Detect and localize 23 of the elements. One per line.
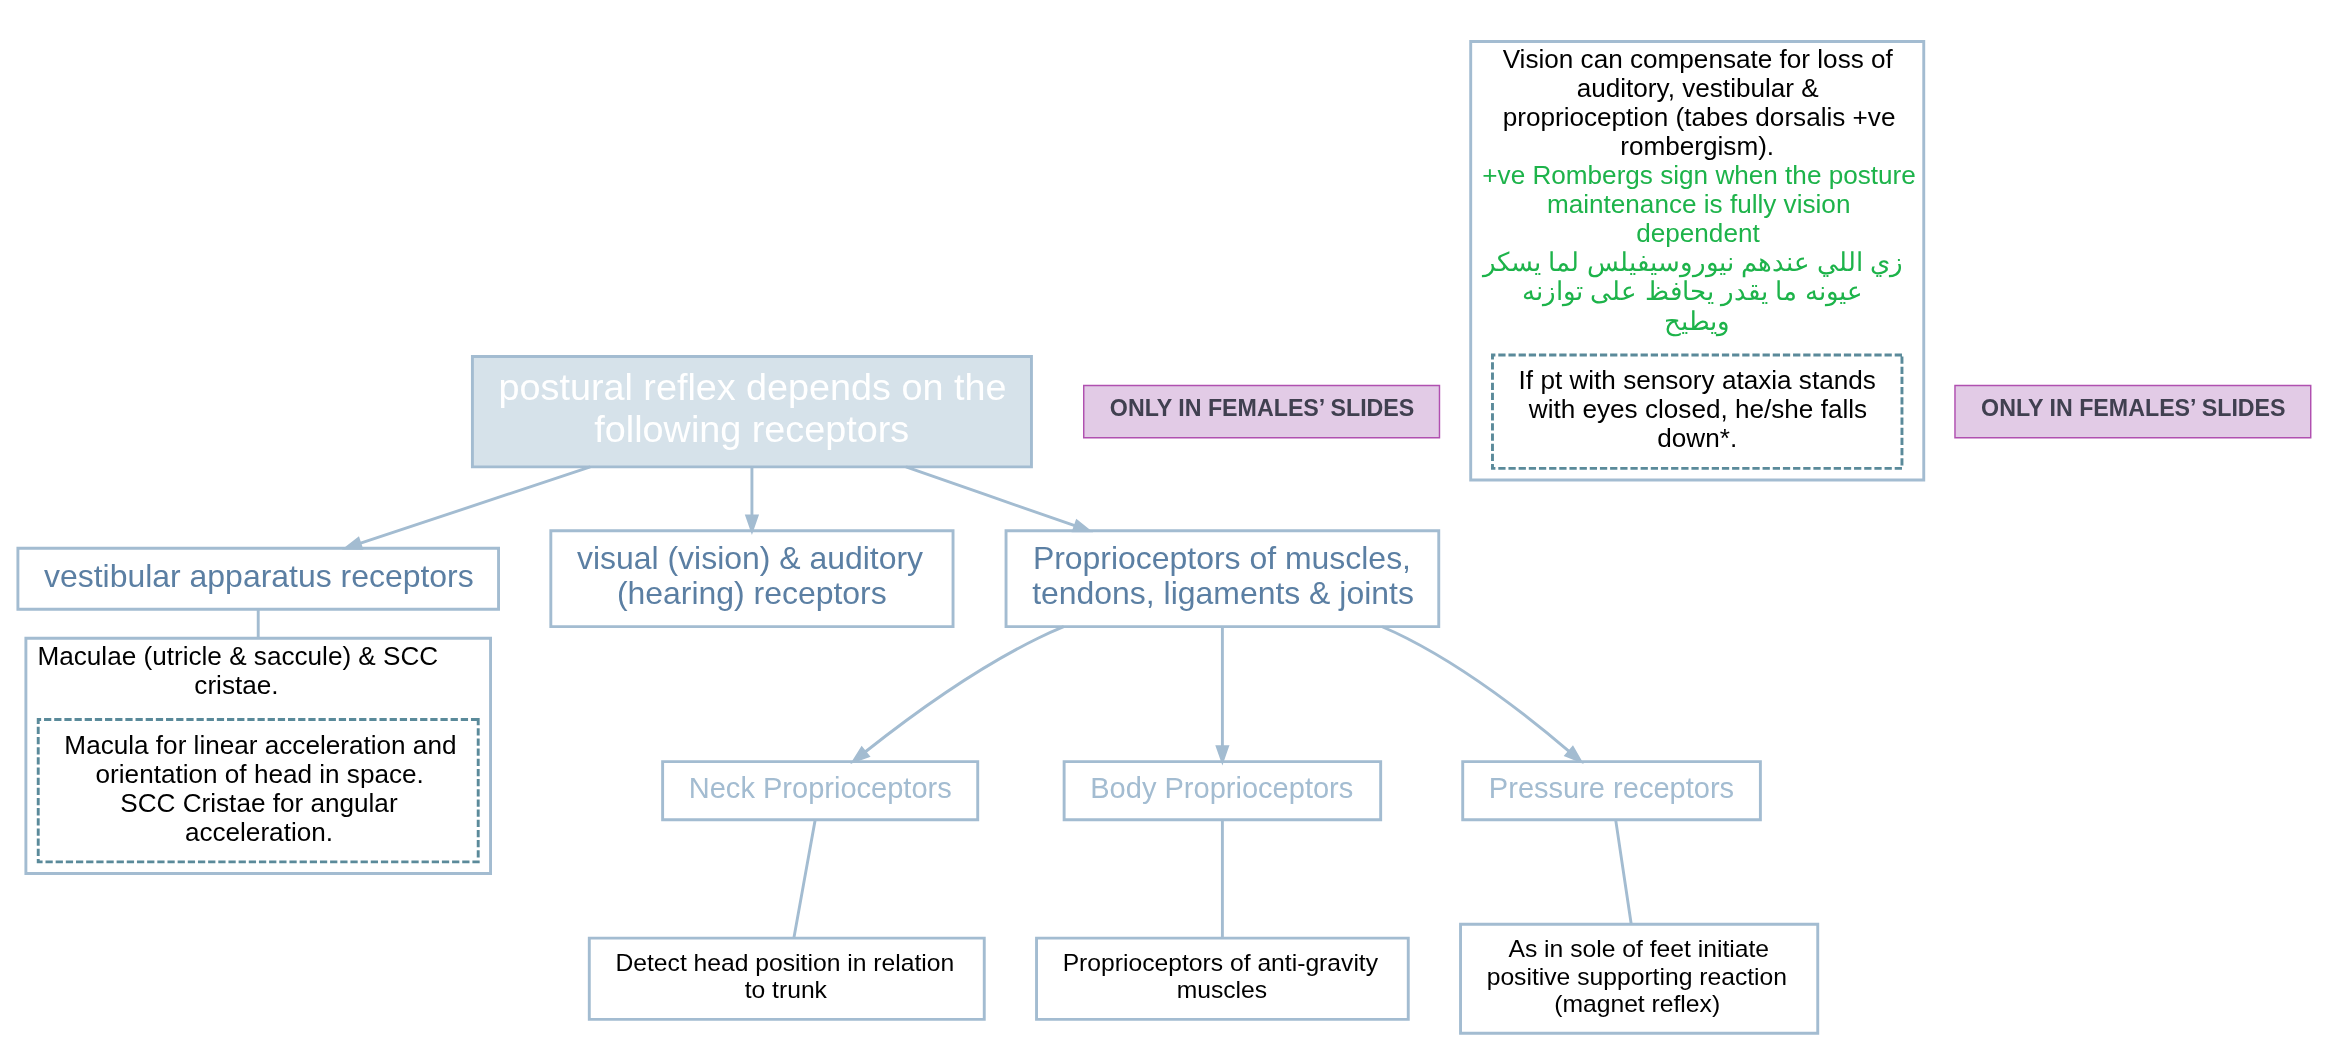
- node-box: ONLY IN FEMALES’ SLIDES: [1954, 384, 2312, 439]
- node-box: Detect head position in relation to trunk: [587, 936, 986, 1021]
- node-box: As in sole of feet initiate positive supporting reaction (magnet reflex): [1459, 922, 1820, 1035]
- connector: [792, 819, 817, 938]
- node-box: visual (vision) & auditory (hearing) receptors: [549, 528, 955, 628]
- arrow: [1381, 624, 1584, 764]
- node-box: vestibular apparatus receptors: [16, 546, 500, 611]
- arrow: [744, 466, 760, 535]
- connector: [1220, 819, 1224, 938]
- node-box: Proprioceptors of muscles, tendons, ligaments & joints: [1004, 528, 1441, 628]
- node-box: If pt with sensory ataxia stands with eyes closed, he/she falls down*.: [1491, 353, 1904, 470]
- node-box: Neck Proprioceptors: [661, 759, 980, 821]
- arrow: [905, 465, 1094, 532]
- node-box: Body Proprioceptors: [1062, 759, 1383, 821]
- arrow: [850, 624, 1065, 764]
- node-box: Pressure receptors: [1461, 759, 1762, 821]
- connector: [256, 608, 260, 638]
- node-box: ONLY IN FEMALES’ SLIDES: [1083, 384, 1441, 439]
- arrow: [1215, 626, 1230, 765]
- node-box: Proprioceptors of anti-gravity muscles: [1035, 936, 1410, 1021]
- arrow: [341, 465, 591, 550]
- connector: [1614, 819, 1633, 924]
- node-box: Macula for linear acceleration and orientation of head in space. SCC Cristae for angular acceleration.: [36, 717, 480, 863]
